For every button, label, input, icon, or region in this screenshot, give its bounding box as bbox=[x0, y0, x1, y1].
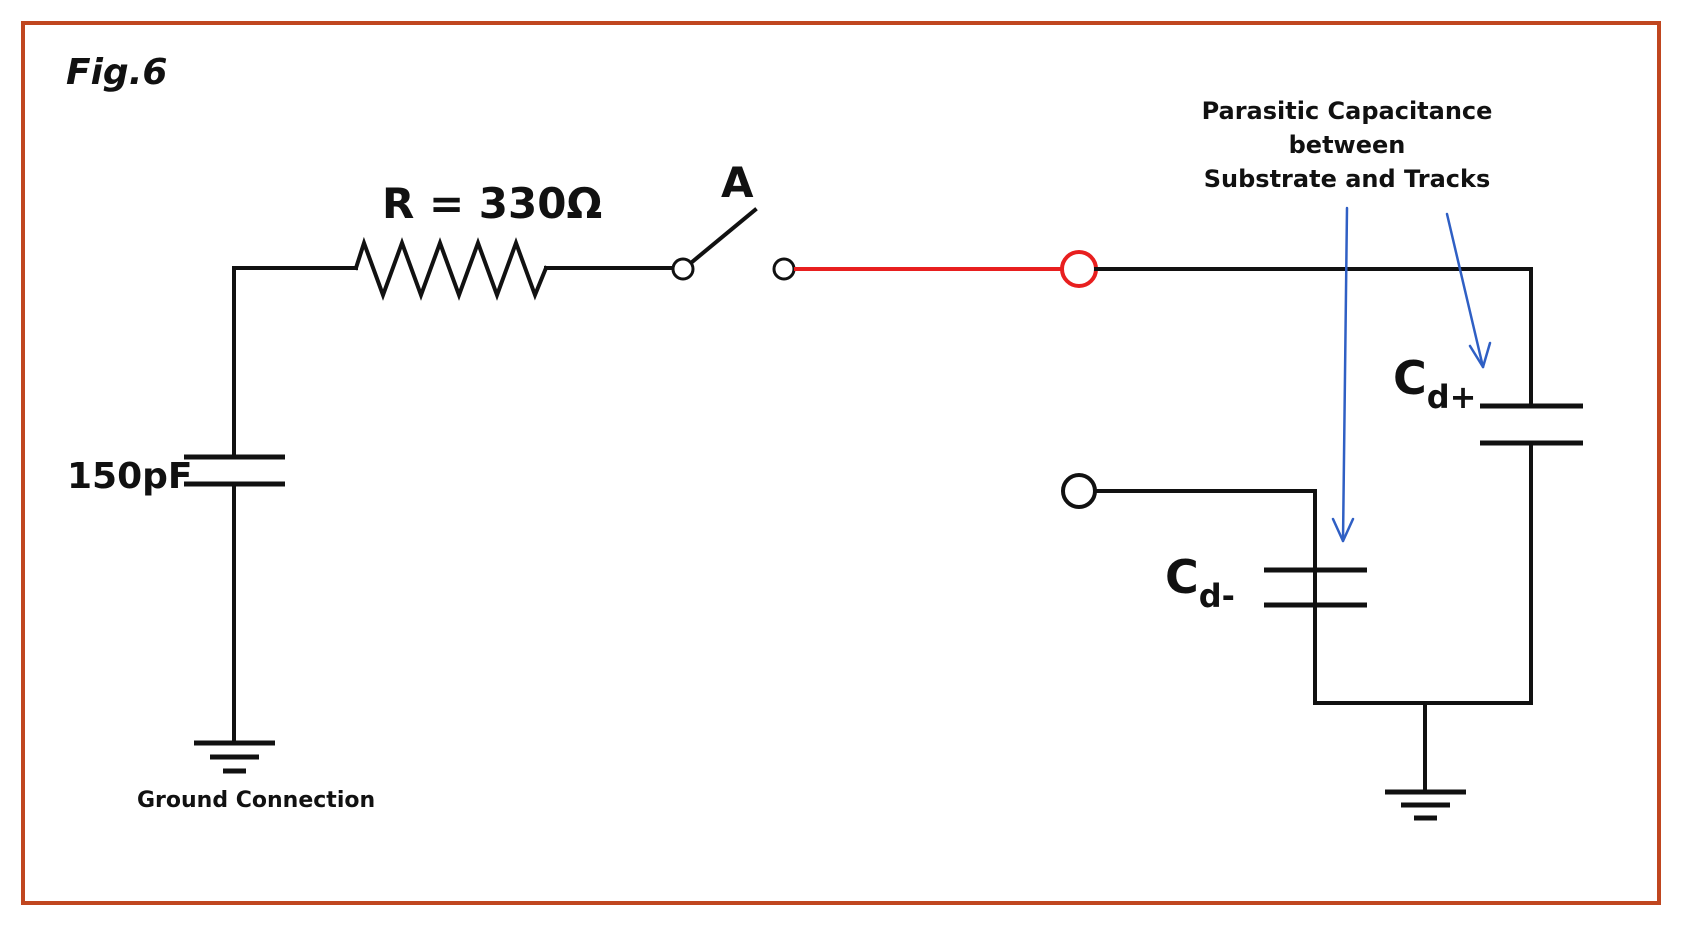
cd-minus-subscript: d- bbox=[1199, 577, 1235, 615]
lower-terminal-wire bbox=[1093, 489, 1317, 572]
cd-minus-label: Cd- bbox=[1165, 550, 1235, 615]
test-point-terminal bbox=[1060, 250, 1098, 288]
switch-label: A bbox=[721, 158, 754, 207]
arrow-to-cd-plus-icon bbox=[1445, 212, 1492, 369]
figure-frame bbox=[21, 21, 1661, 905]
top-right-wire bbox=[1094, 267, 1533, 408]
annotation-line-1: Parasitic Capacitance bbox=[1202, 97, 1493, 125]
switch-contact-terminal bbox=[772, 257, 796, 281]
lower-terminal bbox=[1061, 473, 1097, 509]
ground-label: Ground Connection bbox=[137, 788, 375, 813]
annotation-line-2: between bbox=[1289, 131, 1406, 159]
cd-plus-subscript: d+ bbox=[1427, 378, 1477, 416]
source-capacitor-label: 150pF bbox=[67, 456, 193, 497]
switch-pivot-terminal bbox=[671, 257, 695, 281]
resistor-icon bbox=[353, 236, 549, 301]
parasitic-annotation: Parasitic Capacitance between Substrate … bbox=[1202, 97, 1493, 193]
right-ground-icon bbox=[1385, 789, 1466, 821]
cd-plus-main: C bbox=[1393, 351, 1427, 405]
figure-label: Fig.6 bbox=[66, 52, 167, 93]
resistor-label: R = 330Ω bbox=[382, 179, 602, 228]
left-vertical-wire-top bbox=[232, 266, 358, 459]
arrow-to-cd-minus-icon bbox=[1331, 206, 1355, 543]
cd-minus-main: C bbox=[1165, 550, 1199, 604]
switch-blade bbox=[689, 207, 758, 265]
annotation-line-3: Substrate and Tracks bbox=[1204, 165, 1491, 193]
cd-plus-label: Cd+ bbox=[1393, 351, 1476, 416]
left-ground-icon bbox=[194, 740, 275, 774]
